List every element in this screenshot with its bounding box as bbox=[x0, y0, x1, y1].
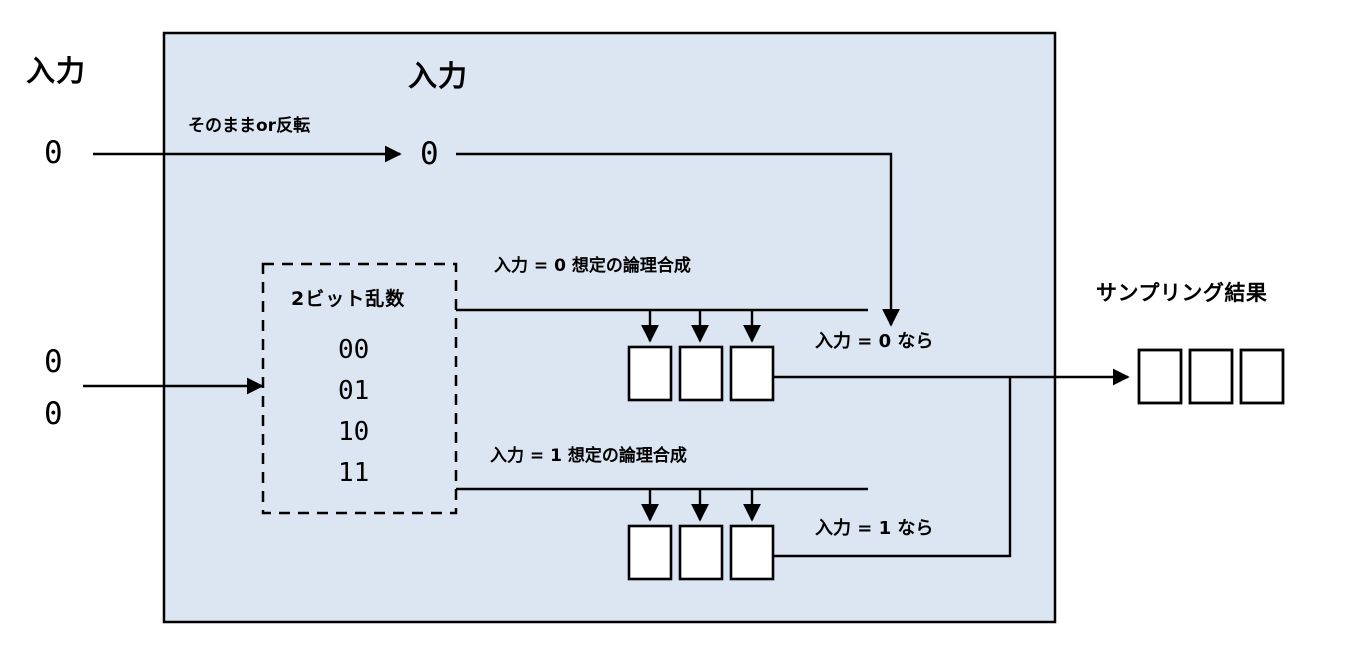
outer-input-label: 入力 bbox=[26, 54, 87, 88]
inner-input-label: 入力 bbox=[408, 59, 469, 93]
branch0-select-label: 入力 = 0 なら bbox=[815, 331, 934, 352]
random-value-0: 00 bbox=[338, 335, 370, 365]
branch0-cell-1 bbox=[627, 345, 673, 402]
seed-input-value-top: 0 bbox=[44, 344, 63, 380]
transform-label: そのままor反転 bbox=[188, 116, 311, 136]
random-number-box-title: 2ビット乱数 bbox=[291, 288, 406, 310]
sampling-cell-2 bbox=[1188, 348, 1234, 405]
branch1-synthesis-label: 入力 = 1 想定の論理合成 bbox=[490, 446, 687, 466]
branch0-cell-2 bbox=[678, 345, 724, 402]
main-panel bbox=[162, 31, 1057, 624]
branch1-output-line bbox=[773, 377, 1012, 558]
random-value-3: 11 bbox=[338, 458, 370, 488]
inner-input-routing-arrow bbox=[456, 152, 900, 327]
inner-input-value: 0 bbox=[420, 136, 439, 172]
random-value-2: 10 bbox=[338, 417, 370, 447]
branch1-cell-2 bbox=[678, 524, 724, 581]
random-value-1: 01 bbox=[338, 376, 370, 406]
random-number-box bbox=[261, 262, 458, 515]
branch1-cell-3 bbox=[729, 524, 775, 581]
branch1-select-label: 入力 = 1 なら bbox=[815, 518, 934, 539]
outer-input-value: 0 bbox=[44, 135, 63, 171]
branch0-cell-3 bbox=[729, 345, 775, 402]
sampling-cell-3 bbox=[1239, 348, 1285, 405]
sampling-cell-1 bbox=[1137, 348, 1183, 405]
branch1-cell-1 bbox=[627, 524, 673, 581]
seed-input-value-bottom: 0 bbox=[44, 396, 63, 432]
branch0-synthesis-label: 入力 = 0 想定の論理合成 bbox=[494, 256, 691, 276]
sampling-result-title: サンプリング結果 bbox=[1096, 281, 1268, 305]
